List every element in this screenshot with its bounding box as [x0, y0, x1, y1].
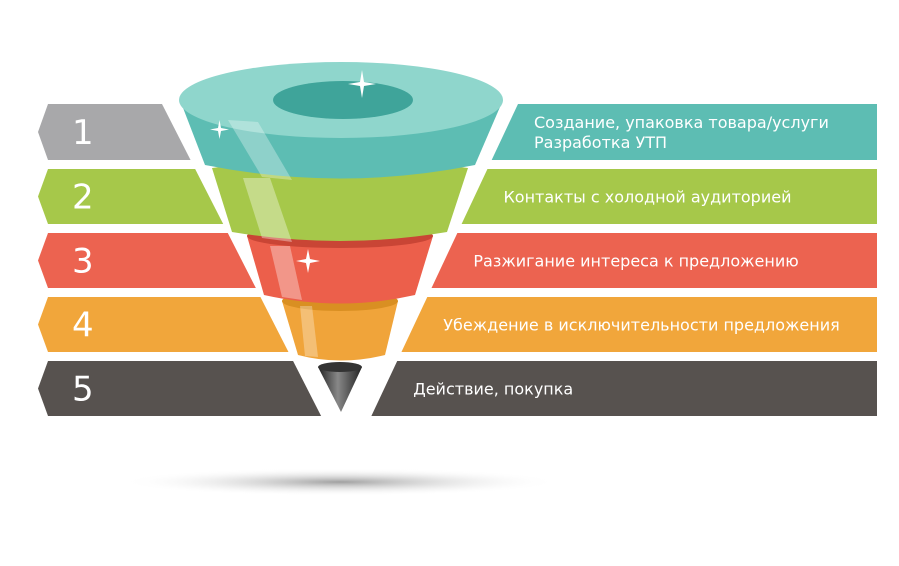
- step-5: 5 Действие, покупка: [38, 361, 877, 416]
- step-4-label-band: [401, 297, 877, 352]
- funnel-tier-1-hole: [273, 81, 413, 119]
- step-label: Разработка УТП: [534, 133, 667, 152]
- step-3: 3 Разжигание интереса к предложению: [38, 233, 877, 288]
- funnel-tip: [318, 367, 362, 412]
- funnel-shadow: [120, 468, 560, 496]
- funnel-tier-3: [247, 228, 433, 304]
- step-2-label-band: [461, 169, 877, 224]
- step-1-label-band: [491, 104, 877, 160]
- step-label: Создание, упаковка товара/услуги: [534, 113, 829, 132]
- funnel-tier-2-highlight: [243, 178, 292, 242]
- step-1-number-band: [38, 104, 191, 160]
- step-4-number-band: [38, 297, 289, 352]
- step-2: 2 Контакты с холодной аудиторией: [38, 169, 877, 224]
- step-label: Разжигание интереса к предложению: [473, 252, 798, 271]
- step-number: 2: [72, 178, 94, 218]
- funnel-tier-2: [212, 159, 468, 241]
- funnel-tip-rim: [318, 362, 362, 372]
- step-5-number-band: [38, 361, 322, 416]
- step-5-label-band: [371, 361, 877, 416]
- step-4: 4 Убеждение в исключительности предложени…: [38, 297, 877, 352]
- funnel-tier-4: [282, 294, 398, 361]
- step-number: 4: [72, 306, 94, 346]
- funnel: [179, 62, 503, 412]
- step-number: 3: [72, 242, 94, 282]
- step-number: 1: [72, 113, 94, 153]
- funnel-tier-3-highlight: [270, 246, 302, 300]
- step-3-label-band: [431, 233, 877, 288]
- step-number: 5: [72, 370, 94, 410]
- step-2-number-band: [38, 169, 224, 224]
- funnel-tier-4-highlight: [300, 306, 318, 357]
- step-label: Действие, покупка: [413, 380, 573, 399]
- step-3-number-band: [38, 233, 256, 288]
- step-label: Контакты с холодной аудиторией: [503, 188, 791, 207]
- step-label: Убеждение в исключительности предложения: [443, 316, 839, 335]
- sparkle-icon: [210, 70, 376, 273]
- funnel-tier-1-highlight: [228, 120, 292, 180]
- step-1: 1 Создание, упаковка товара/услугиРазрабо…: [38, 104, 877, 160]
